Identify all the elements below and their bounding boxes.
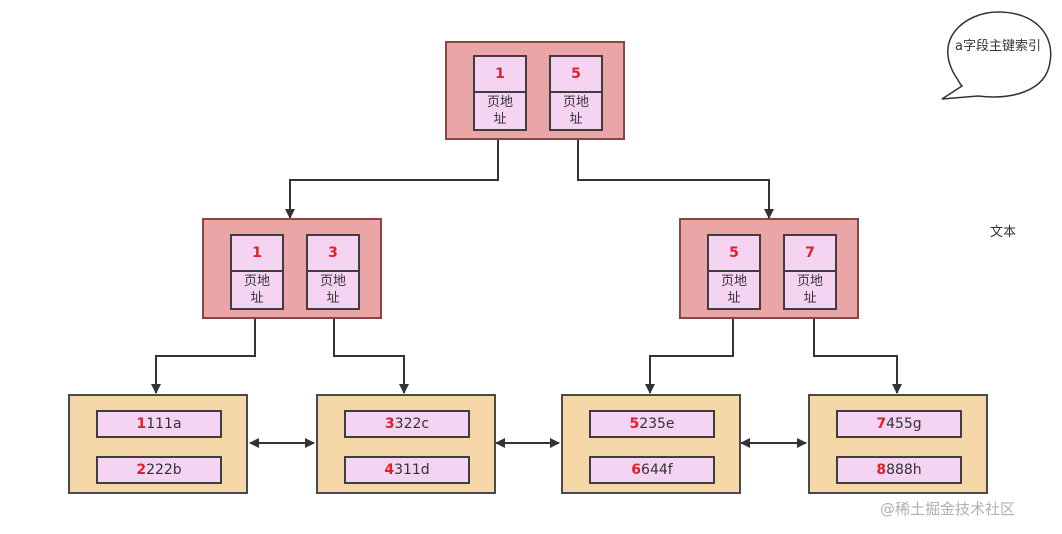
record-key: 2 [136, 462, 147, 478]
root-entry-address: 页地址 [486, 95, 513, 127]
internal-entry: 3 页地址 [306, 234, 360, 310]
internal-entry-key: 7 [785, 236, 835, 272]
root-entry: 1 页地址 [473, 55, 527, 131]
left-1-arrow [151, 310, 256, 394]
internal-node-left: 1 页地址 3 页地址 [202, 218, 382, 319]
internal-entry-address: 页地址 [319, 274, 346, 306]
internal-node-right: 5 页地址 7 页地址 [679, 218, 859, 319]
record-key: 4 [384, 462, 395, 478]
internal-entry-address: 页地址 [720, 274, 747, 306]
right-7-arrow [813, 310, 902, 394]
root-entry-key: 1 [475, 57, 525, 93]
root-entry-address: 页地址 [562, 95, 589, 127]
record-key: 8 [876, 462, 887, 478]
record-value: 111a [146, 416, 182, 432]
internal-entry: 7 页地址 [783, 234, 837, 310]
internal-entry: 5 页地址 [707, 234, 761, 310]
root-to-left-arrow [285, 132, 499, 219]
root-node: 1 页地址 5 页地址 [445, 41, 625, 140]
record-key: 7 [876, 416, 887, 432]
record-key: 6 [631, 462, 642, 478]
left-3-arrow [333, 310, 409, 394]
internal-entry-key: 3 [308, 236, 358, 272]
root-to-right-arrow [577, 132, 774, 219]
record-key: 3 [384, 416, 395, 432]
bubble-label: a字段主键索引 [955, 39, 1041, 54]
record-key: 1 [136, 416, 147, 432]
record-value: 235e [639, 416, 675, 432]
record-value: 455g [886, 416, 922, 432]
record-value: 644f [641, 462, 673, 478]
record-key: 5 [629, 416, 640, 432]
internal-entry-key: 1 [232, 236, 282, 272]
record-value: 322c [394, 416, 430, 432]
root-entry-key: 5 [551, 57, 601, 93]
internal-entry-address: 页地址 [243, 274, 270, 306]
right-5-arrow [645, 310, 734, 394]
record-value: 311d [394, 462, 430, 478]
internal-entry: 1 页地址 [230, 234, 284, 310]
internal-entry-address: 页地址 [796, 274, 823, 306]
text-label: 文本 [990, 225, 1017, 240]
internal-entry-key: 5 [709, 236, 759, 272]
record-value: 222b [146, 462, 182, 478]
record-value: 888h [886, 462, 922, 478]
speech-bubble [941, 11, 1052, 100]
root-entry: 5 页地址 [549, 55, 603, 131]
watermark: @稀土掘金技术社区 [880, 500, 1016, 518]
